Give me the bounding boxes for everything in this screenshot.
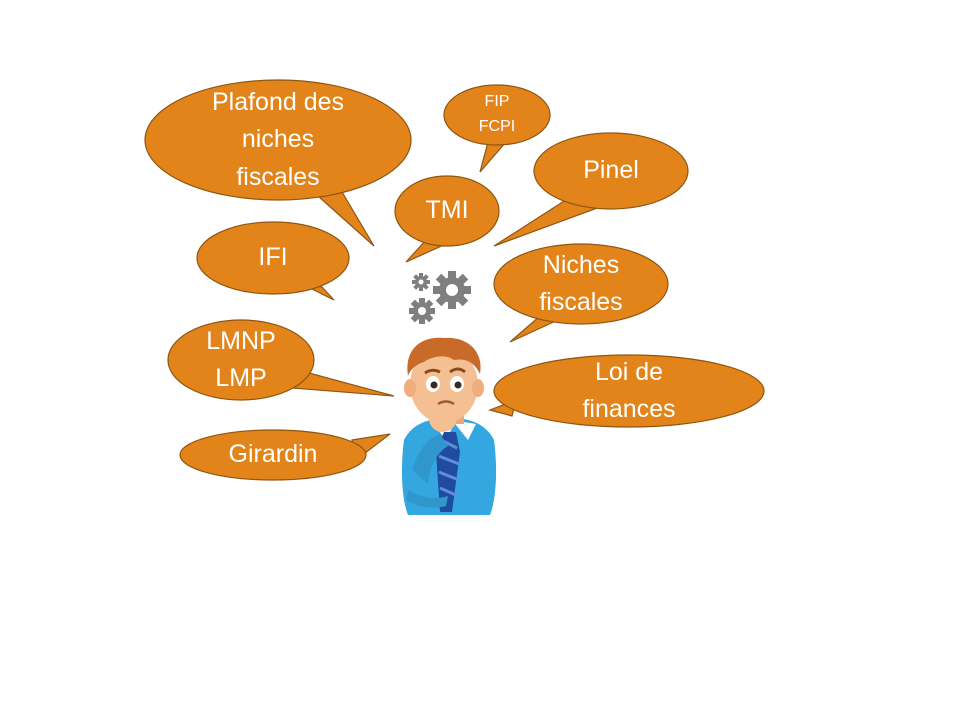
bubble-shape: [179, 429, 367, 481]
bubble-shape: [493, 354, 765, 428]
bubble-shape: [493, 243, 669, 325]
bubble-shape: [443, 84, 551, 146]
speech-bubble-lmnp: [167, 319, 395, 401]
speech-bubble-loi: [488, 354, 765, 428]
speech-bubble-ifi: [196, 221, 350, 301]
speech-bubble-fip: [443, 84, 551, 173]
speech-bubble-plafond: [144, 79, 412, 247]
speech-bubble-pinel: [493, 132, 689, 247]
gears-icon: [409, 271, 471, 324]
speech-bubble-tmi: [394, 175, 500, 263]
speech-bubble-niches: [493, 243, 669, 343]
bubble-shape: [167, 319, 315, 401]
thinking-man-icon: [401, 337, 497, 515]
bubble-tail: [479, 141, 508, 173]
bubble-shape: [196, 221, 350, 295]
bubble-shape: [144, 79, 412, 201]
bubble-shape: [533, 132, 689, 210]
speech-bubble-girardin: [179, 429, 391, 481]
bubble-shape: [394, 175, 500, 247]
